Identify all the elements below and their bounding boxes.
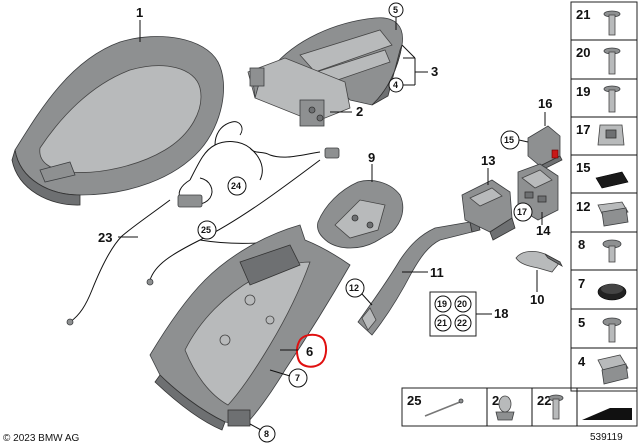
callout-25-circle: [197, 220, 217, 240]
bottom-number-25: 25: [407, 393, 421, 408]
callout-9: 9: [368, 150, 375, 165]
callout-24: 24: [231, 181, 241, 191]
callout-14: 14: [536, 223, 551, 238]
sidebar-number-17: 17: [576, 122, 590, 137]
sidebar-item-20[interactable]: 20: [576, 45, 621, 75]
sensor-cover-part[interactable]: [527, 125, 563, 171]
sidebar-number-8: 8: [578, 237, 585, 252]
clip-part[interactable]: [515, 250, 563, 273]
bottom-item-25[interactable]: 25: [407, 393, 464, 417]
copyright-text: © 2023 BMW AG: [3, 433, 80, 444]
set18-item-19: 19: [437, 299, 447, 309]
sidebar-number-12: 12: [576, 199, 590, 214]
sidebar-item-7[interactable]: 7: [578, 276, 627, 301]
wiring-harness-part[interactable]: [177, 121, 340, 208]
callout-7-circle: [288, 368, 308, 388]
callout-17-circle: [513, 202, 533, 222]
sidebar-number-4: 4: [578, 354, 586, 369]
sidebar-number-21: 21: [576, 7, 590, 22]
callout-13: 13: [481, 153, 495, 168]
bottom-item-symbol[interactable]: [582, 404, 632, 420]
set18-item-22: 22: [457, 318, 467, 328]
callout-5: 5: [393, 5, 398, 15]
callout-3: 3: [431, 64, 438, 79]
callout-25: 25: [201, 225, 211, 235]
sidebar-number-15: 15: [576, 160, 590, 175]
callout-10: 10: [530, 292, 544, 307]
callout-6: 6: [306, 344, 313, 359]
sidebar-item-12[interactable]: 12: [576, 199, 629, 227]
callout-23: 23: [98, 230, 112, 245]
callout-4-circle: [388, 77, 404, 93]
bottom-number-22: 22: [537, 393, 551, 408]
carrier-plate-part[interactable]: [247, 57, 351, 127]
callout-11: 11: [430, 265, 444, 280]
callout-17: 17: [517, 207, 527, 217]
sidebar-item-4[interactable]: 4: [578, 354, 629, 385]
parts-sidebar: 21 20 19 17 15 12: [570, 1, 638, 392]
sidebar-item-21[interactable]: 21: [576, 7, 621, 36]
bottom-item-24[interactable]: 24: [492, 393, 515, 421]
sidebar-number-7: 7: [578, 276, 585, 291]
sidebar-item-5[interactable]: 5: [578, 315, 622, 343]
callout-1: 1: [136, 5, 143, 20]
bottom-item-22[interactable]: 22: [537, 393, 564, 420]
callout-7: 7: [295, 373, 300, 383]
callout-12-circle: [345, 278, 365, 298]
callout-18: 18: [494, 306, 508, 321]
sidebar-item-15[interactable]: 15: [576, 160, 629, 189]
sidebar-number-20: 20: [576, 45, 590, 60]
seat-part[interactable]: [11, 36, 224, 206]
screw-set-18[interactable]: 19 20 21 22: [429, 291, 477, 337]
callout-6-highlight: [295, 333, 328, 368]
parts-bottom-row: 25 24 22: [401, 387, 638, 427]
sidebar-item-8[interactable]: 8: [578, 237, 622, 263]
sidebar-item-17[interactable]: 17: [576, 122, 625, 146]
set18-item-20: 20: [457, 299, 467, 309]
callout-2: 2: [356, 104, 363, 119]
callout-24-circle: [227, 176, 247, 196]
set18-item-21: 21: [437, 318, 447, 328]
control-unit-holder-part[interactable]: [517, 163, 559, 221]
sidebar-number-5: 5: [578, 315, 585, 330]
connector-housing-part[interactable]: [461, 179, 516, 241]
rear-frame-part[interactable]: [149, 224, 351, 431]
sidebar-item-19[interactable]: 19: [576, 84, 621, 113]
callout-4: 4: [393, 80, 398, 90]
callout-8: 8: [264, 429, 269, 439]
callout-8-circle: [258, 425, 276, 443]
bracket-part[interactable]: [317, 180, 404, 249]
callout-16: 16: [538, 96, 552, 111]
sidebar-number-19: 19: [576, 84, 590, 99]
callout-15: 15: [504, 135, 514, 145]
diagram-number: 539119: [590, 432, 623, 443]
callout-12: 12: [349, 283, 359, 293]
